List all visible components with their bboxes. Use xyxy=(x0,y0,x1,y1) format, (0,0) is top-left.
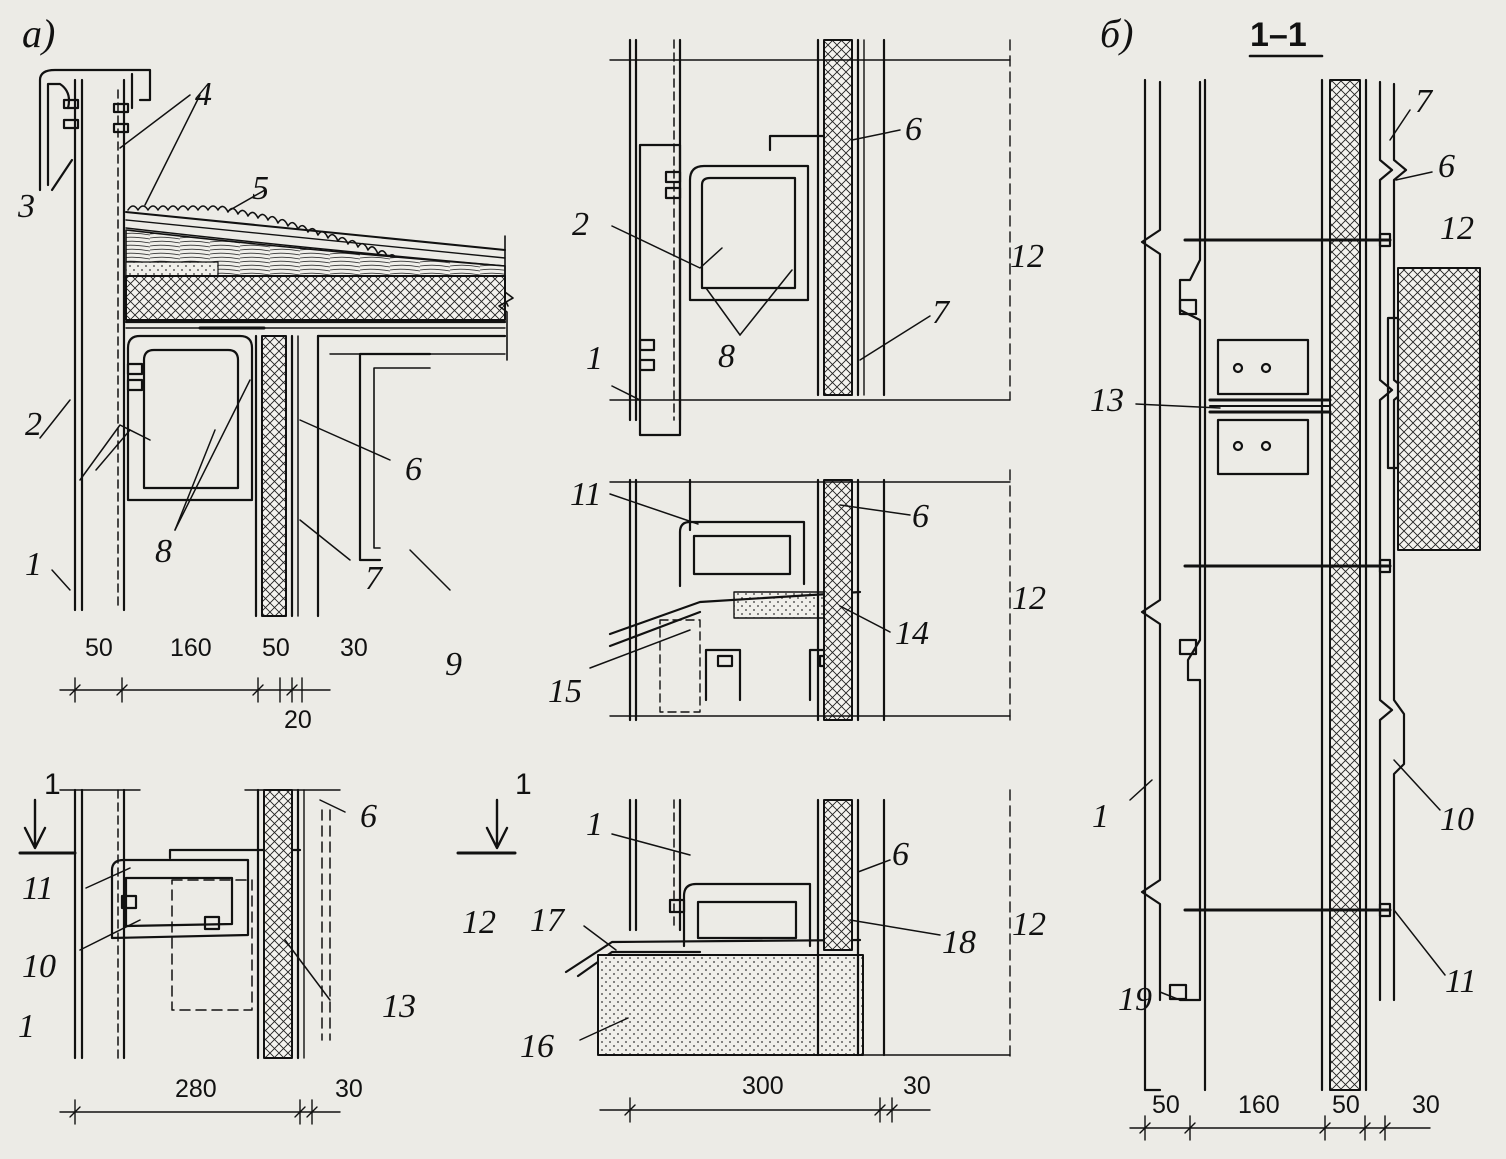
dim-chain-a-top xyxy=(59,677,331,703)
cut-mark-right: 1 xyxy=(515,768,532,801)
detail-mid-top xyxy=(609,38,1011,437)
section-1-1 xyxy=(1140,78,1481,1092)
panel-b-title: б) xyxy=(1100,11,1134,56)
dim-m-300: 300 xyxy=(742,1072,784,1100)
dim-chain-b xyxy=(1129,54,1431,1141)
callout-1-a: 1 xyxy=(25,546,42,583)
callout-6-m1: 6 xyxy=(905,111,922,148)
callout-19: 19 xyxy=(1118,981,1152,1018)
dim-a-50b: 50 xyxy=(262,634,290,662)
dim-a-30: 30 xyxy=(340,634,368,662)
callout-11-b: 11 xyxy=(1445,963,1477,1000)
dim-chain-mid xyxy=(599,1097,931,1123)
dim-a-20: 20 xyxy=(284,706,312,734)
callout-12-m3: 12 xyxy=(1012,906,1046,943)
leaders-a-top xyxy=(39,189,451,591)
callout-7-m: 7 xyxy=(932,294,949,331)
callout-6-a-bottom: 6 xyxy=(360,798,377,835)
callout-12-m1: 12 xyxy=(1010,238,1044,275)
cut-arrow-right xyxy=(485,798,509,850)
callout-1-a-bottom: 1 xyxy=(18,1008,35,1045)
dim-a-160: 160 xyxy=(170,634,212,662)
section-title: 1–1 xyxy=(1250,16,1307,54)
callout-13-b: 13 xyxy=(1090,382,1124,419)
callout-10-b: 10 xyxy=(1440,801,1474,838)
callout-16: 16 xyxy=(520,1028,554,1065)
callout-8-m: 8 xyxy=(718,338,735,375)
callout-1-m1: 1 xyxy=(586,340,603,377)
detail-mid-window xyxy=(608,469,1011,722)
cut-mark-left: 1 xyxy=(44,768,61,801)
dim-b-30: 30 xyxy=(1412,1091,1440,1119)
callout-11-a: 11 xyxy=(22,870,54,907)
callout-4: 4 xyxy=(195,76,212,113)
callout-6-b: 6 xyxy=(1438,148,1455,185)
panel-a-title: а) xyxy=(22,11,56,56)
cut-arrow-left xyxy=(23,798,47,850)
callout-2-m: 2 xyxy=(572,206,589,243)
callout-17: 17 xyxy=(530,902,564,939)
dim-chain-a-bottom xyxy=(59,1099,341,1125)
callout-12-m2: 12 xyxy=(1012,580,1046,617)
callout-7-b: 7 xyxy=(1415,83,1432,120)
dim-m-30: 30 xyxy=(903,1072,931,1100)
leaders-mid xyxy=(579,129,941,1041)
callout-14: 14 xyxy=(895,615,929,652)
leaders-b xyxy=(1129,109,1446,1001)
wall-panel-a xyxy=(254,235,514,618)
callout-18: 18 xyxy=(942,924,976,961)
callout-12-a: 12 xyxy=(462,904,496,941)
callout-8-a: 8 xyxy=(155,533,172,570)
dim-b-160: 160 xyxy=(1238,1091,1280,1119)
dim-b-50: 50 xyxy=(1152,1091,1180,1119)
leaders-a-bottom xyxy=(79,799,346,1001)
callout-6-m3: 6 xyxy=(892,836,909,873)
callout-13-a: 13 xyxy=(382,988,416,1025)
callout-11-m: 11 xyxy=(570,476,602,513)
callout-7-a: 7 xyxy=(365,560,382,597)
dim-a-280: 280 xyxy=(175,1075,217,1103)
detail-a-base xyxy=(18,788,517,1060)
detail-mid-plinth xyxy=(564,789,1011,1061)
callout-2-a: 2 xyxy=(25,406,42,443)
callout-9: 9 xyxy=(445,646,462,683)
beam-profile-a xyxy=(126,326,266,502)
dim-a-50: 50 xyxy=(85,634,113,662)
dim-a-30-bottom: 30 xyxy=(335,1075,363,1103)
callout-3: 3 xyxy=(18,188,35,225)
callout-15: 15 xyxy=(548,673,582,710)
callout-6-a: 6 xyxy=(405,451,422,488)
callout-6-m2: 6 xyxy=(912,498,929,535)
roof-screed xyxy=(124,229,507,329)
callout-1-b: 1 xyxy=(1092,798,1109,835)
callout-5: 5 xyxy=(252,170,269,207)
dim-b-50b: 50 xyxy=(1332,1091,1360,1119)
callout-1-m2: 1 xyxy=(586,806,603,843)
callout-10-a: 10 xyxy=(22,948,56,985)
callout-12-b: 12 xyxy=(1440,210,1474,247)
